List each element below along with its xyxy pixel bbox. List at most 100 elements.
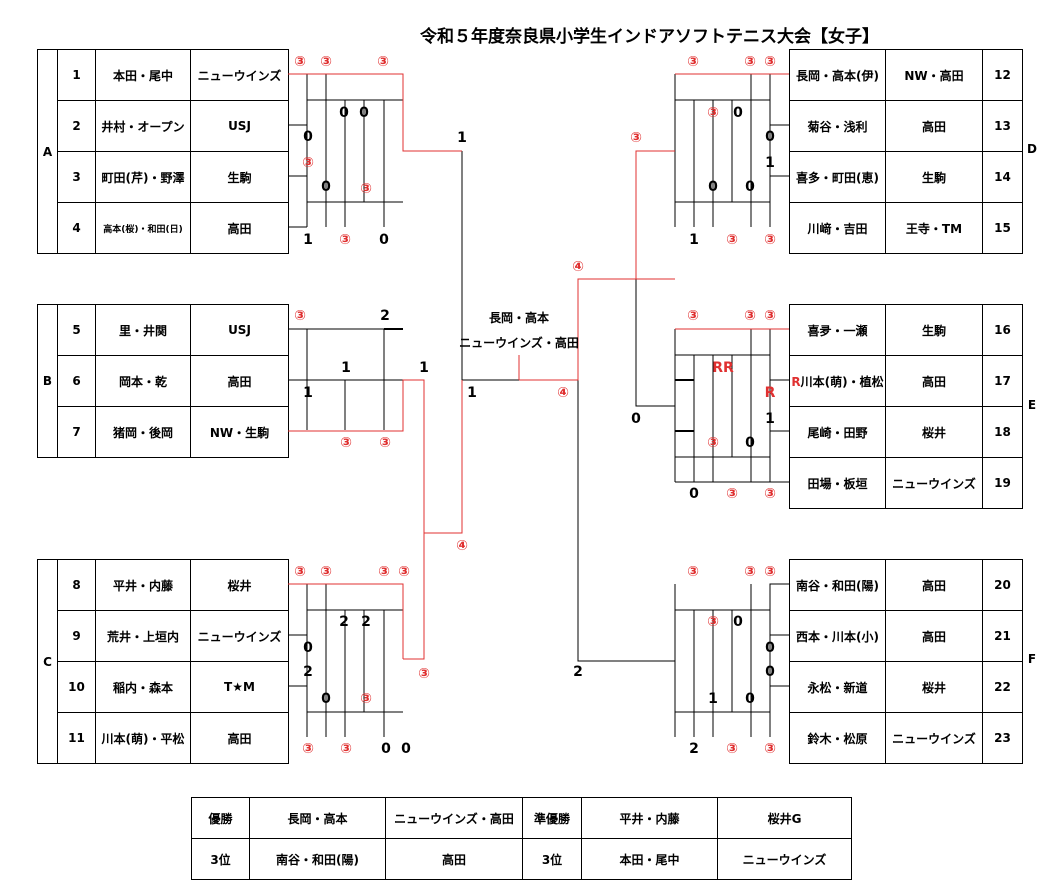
score-mark: ③ — [377, 54, 389, 70]
pair-name: 町田(芹)・野澤 — [95, 151, 191, 203]
runnerup-label: 準優勝 — [522, 797, 582, 839]
score-mark: 0 — [321, 179, 331, 195]
score-mark: 2 — [380, 308, 390, 324]
score-mark: ③ — [379, 435, 391, 451]
score-mark: ③ — [302, 155, 314, 171]
entry-number: 12 — [982, 49, 1023, 101]
club-name: 高田 — [190, 355, 289, 407]
club-name: ニューウインズ — [190, 610, 289, 662]
entry-number: 14 — [982, 151, 1023, 203]
score-mark: ③ — [340, 741, 352, 757]
score-mark: ③ — [302, 741, 314, 757]
score-mark: 0 — [303, 129, 313, 145]
red-lines — [288, 73, 789, 660]
third-label: 3位 — [191, 838, 250, 880]
score-mark: 長岡・高本 — [488, 311, 549, 325]
pair-name: 喜夛・一瀬 — [789, 304, 886, 356]
score-mark: ③ — [726, 741, 738, 757]
score-mark: ③ — [764, 308, 776, 324]
club-name: 高田 — [190, 712, 289, 764]
group-label: F — [1027, 652, 1037, 666]
score-mark: ③ — [320, 564, 332, 580]
score-mark: 2 — [303, 664, 313, 680]
score-mark: 2 — [361, 614, 371, 630]
entry-number: 23 — [982, 712, 1023, 764]
score-mark: 0 — [765, 640, 775, 656]
score-mark: ③ — [764, 486, 776, 502]
score-mark: ニューウインズ・高田 — [459, 336, 579, 350]
score-mark: ④ — [456, 538, 468, 554]
club-name: 高田 — [885, 355, 983, 407]
score-mark: ③ — [360, 181, 372, 197]
results-table: 優勝 長岡・高本 ニューウインズ・高田 準優勝 平井・内藤 桜井G 3位 南谷・… — [191, 797, 852, 880]
club-name: 高田 — [885, 100, 983, 152]
third-pair: 本田・尾中 — [581, 838, 718, 880]
pair-name: 永松・新道 — [789, 661, 886, 713]
pair-name: 長岡・高本(伊) — [789, 49, 886, 101]
score-mark: ③ — [398, 564, 410, 580]
score-mark: 1 — [303, 232, 313, 248]
club-name: 高田 — [885, 559, 983, 611]
score-mark: ④ — [572, 259, 584, 275]
third-club: 高田 — [385, 838, 523, 880]
club-name: ニューウインズ — [885, 712, 983, 764]
score-mark: 0 — [689, 486, 699, 502]
runnerup-pair: 平井・内藤 — [581, 797, 718, 839]
score-mark: ③ — [764, 564, 776, 580]
club-name: USJ — [190, 304, 289, 356]
page-title: 令和５年度奈良県小学生インドアソフトテニス大会【女子】 — [420, 27, 879, 47]
score-mark: 0 — [708, 179, 718, 195]
retire-mark: R — [791, 374, 801, 389]
score-mark: ③ — [764, 232, 776, 248]
winner-club: ニューウインズ・高田 — [385, 797, 523, 839]
entry-number: 22 — [982, 661, 1023, 713]
third-label: 3位 — [522, 838, 582, 880]
club-name: 高田 — [190, 202, 289, 254]
score-mark: 0 — [381, 741, 391, 757]
table-row: 3位 南谷・和田(陽) 高田 3位 本田・尾中 ニューウインズ — [191, 838, 852, 880]
pair-name: 川﨑・吉田 — [789, 202, 886, 254]
entry-number: 16 — [982, 304, 1023, 356]
score-mark: 1 — [765, 411, 775, 427]
entry-number: 6 — [57, 355, 96, 407]
entry-number: 4 — [57, 202, 96, 254]
winner-pair: 長岡・高本 — [249, 797, 386, 839]
pair-name: 田場・板垣 — [789, 457, 886, 509]
pair-name: 南谷・和田(陽) — [789, 559, 886, 611]
club-name: 高田 — [885, 610, 983, 662]
entry-number: 15 — [982, 202, 1023, 254]
pair-name-text: 川本(萌)・植松 — [800, 374, 884, 389]
entry-number: 9 — [57, 610, 96, 662]
runnerup-club: 桜井G — [717, 797, 852, 839]
club-name: 王寺・TM — [885, 202, 983, 254]
score-mark: RR — [712, 360, 734, 376]
score-mark: 2 — [573, 664, 583, 680]
pair-name: 井村・オープン — [95, 100, 191, 152]
score-mark: ③ — [687, 54, 699, 70]
pair-name: 岡本・乾 — [95, 355, 191, 407]
club-name: ニューウインズ — [885, 457, 983, 509]
entry-number: 11 — [57, 712, 96, 764]
pair-name: 西本・川本(小) — [789, 610, 886, 662]
score-mark: 1 — [689, 232, 699, 248]
entry-number: 8 — [57, 559, 96, 611]
club-name: T★M — [190, 661, 289, 713]
pair-name: 鈴木・松原 — [789, 712, 886, 764]
score-mark: 0 — [733, 105, 743, 121]
score-mark: 0 — [359, 105, 369, 121]
